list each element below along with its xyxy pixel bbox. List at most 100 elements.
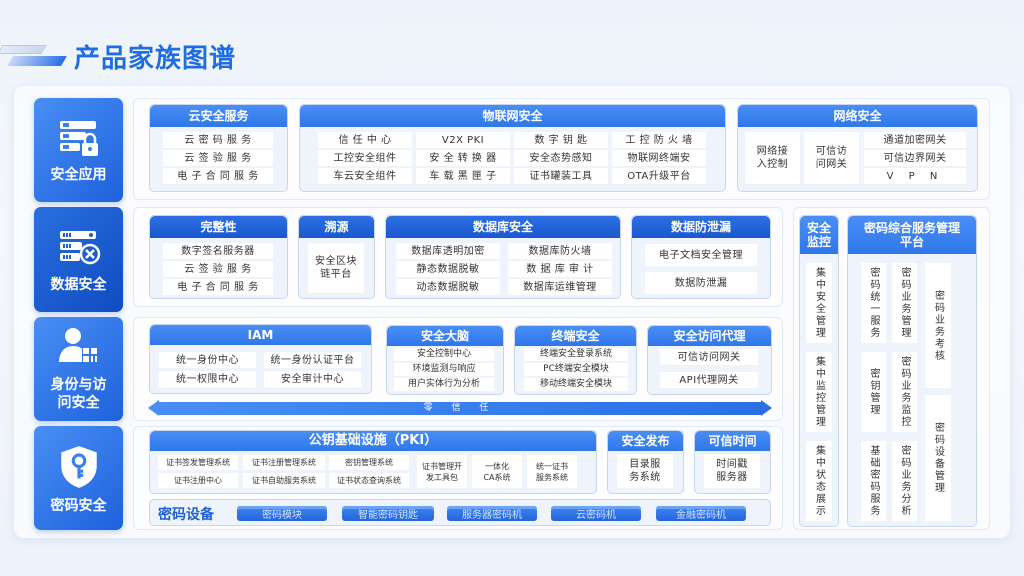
chip-smart-key[interactable]: 智能密码钥匙 (342, 506, 434, 521)
item-crypto-business-monitoring[interactable]: 密码业务监控 (892, 352, 917, 432)
item-env-monitoring[interactable]: 环境监测与响应 (394, 363, 494, 376)
item-identity-center[interactable]: 统一身份中心 (159, 352, 256, 368)
category-label: 身份与访问安全 (50, 377, 107, 411)
crypto-devices-title: 密码设备 (158, 507, 214, 523)
item-basic-crypto-service[interactable]: 基础密码服务 (861, 441, 886, 521)
item-endpoint-login[interactable]: 终端安全登录系统 (524, 348, 628, 361)
item-tunnel-gateway[interactable]: 通道加密网关 (864, 132, 966, 148)
item-integrated-ca[interactable]: 一体化CA系统 (472, 455, 522, 488)
item-cloud-sign[interactable]: 云 签 验 服 务 (163, 261, 273, 277)
item-permission-center[interactable]: 统一权限中心 (159, 371, 256, 387)
group-title: 公钥基础设施（PKI） (150, 431, 596, 451)
group-title: 数据库安全 (386, 216, 620, 238)
item-black-box[interactable]: 车 载 黑 匣 子 (416, 168, 510, 184)
category-label: 数据安全 (50, 276, 107, 293)
item-e-contract[interactable]: 电 子 合 同 服 务 (163, 279, 273, 295)
group-title: 密码综合服务管理平台 (848, 216, 976, 254)
chip-cloud-hsm[interactable]: 云密码机 (551, 506, 641, 521)
database-block-icon (59, 230, 100, 264)
item-e-contract[interactable]: 电 子 合 同 服 务 (163, 168, 273, 184)
item-cert-registration-mgmt[interactable]: 证书注册管理系统 (243, 455, 325, 470)
item-crypto-business-assessment[interactable]: 密码业务考核 (925, 263, 951, 388)
item-audit-center[interactable]: 安全审计中心 (264, 371, 361, 387)
item-v2x-pki[interactable]: V2X PKI (416, 132, 510, 148)
category-label: 密码安全 (50, 498, 107, 514)
item-ueba[interactable]: 用户实体行为分析 (394, 378, 494, 391)
item-cert-filling[interactable]: 证书罐装工具 (514, 168, 608, 184)
item-blockchain-platform[interactable]: 安全区块链平台 (308, 243, 364, 293)
item-timestamp-server[interactable]: 时间戳服务器 (704, 454, 760, 488)
group-title: 云安全服务 (150, 105, 287, 127)
user-grid-icon (58, 328, 97, 362)
item-unified-crypto-service[interactable]: 密码统一服务 (861, 263, 886, 343)
category-security-apps[interactable]: 安全应用 (34, 98, 123, 202)
server-lock-icon (59, 121, 98, 156)
item-key-management[interactable]: 密钥管理系统 (329, 455, 409, 470)
item-auth-platform[interactable]: 统一身份认证平台 (264, 352, 361, 368)
item-crypto-business-analysis[interactable]: 密码业务分析 (892, 441, 917, 521)
chip-financial-hsm[interactable]: 金融密码机 (656, 506, 746, 521)
category-crypto-security[interactable]: 密码安全 (34, 426, 123, 530)
item-trust-center[interactable]: 信 任 中 心 (318, 132, 412, 148)
group-title: IAM (150, 325, 371, 345)
category-data-security[interactable]: 数据安全 (34, 207, 123, 312)
item-cert-issuance[interactable]: 证书签发管理系统 (158, 455, 238, 470)
item-dynamic-masking[interactable]: 动态数据脱敏 (396, 279, 500, 295)
chip-crypto-module[interactable]: 密码模块 (237, 506, 327, 521)
item-directory-service[interactable]: 目录服务系统 (617, 454, 673, 488)
title-decoration (0, 41, 70, 71)
item-security-converter[interactable]: 安 全 转 换 器 (416, 150, 510, 166)
item-registration-center[interactable]: 证书注册中心 (158, 473, 238, 488)
item-trusted-gateway[interactable]: 可信访问网关 (804, 132, 859, 184)
item-crypto-business-mgmt[interactable]: 密码业务管理 (892, 263, 917, 343)
item-signature-server[interactable]: 数字签名服务器 (163, 243, 273, 259)
item-cloud-sign[interactable]: 云 签 验 服 务 (163, 150, 273, 166)
item-iot-endpoint[interactable]: 物联网终端安 (612, 150, 706, 166)
group-title: 安全监控 (800, 216, 838, 254)
item-network-access[interactable]: 网络接入控制 (745, 132, 800, 184)
item-crypto-device-mgmt[interactable]: 密码设备管理 (925, 395, 951, 521)
item-db-audit[interactable]: 数 据 库 审 计 (508, 261, 612, 277)
item-trusted-gateway[interactable]: 可信访问网关 (660, 349, 758, 365)
item-vehicle-cloud[interactable]: 车云安全组件 (318, 168, 412, 184)
item-sdk[interactable]: 证书管理开发工具包 (417, 455, 467, 488)
group-title: 物联网安全 (300, 105, 725, 127)
group-title: 可信时间 (695, 431, 770, 451)
item-db-firewall[interactable]: 数据库防火墙 (508, 243, 612, 259)
item-api-gateway[interactable]: API代理网关 (660, 372, 758, 388)
item-vpn[interactable]: V P N (864, 168, 966, 184)
item-border-gateway[interactable]: 可信边界网关 (864, 150, 966, 166)
item-central-monitoring[interactable]: 集中监控管理 (806, 352, 832, 432)
arrow-right-icon (761, 400, 772, 416)
item-central-status[interactable]: 集中状态展示 (806, 441, 832, 521)
category-label: 安全应用 (50, 167, 107, 183)
item-mobile-module[interactable]: 移动终端安全模块 (524, 378, 628, 391)
group-title: 数据防泄漏 (632, 216, 770, 238)
item-static-masking[interactable]: 静态数据脱敏 (396, 261, 500, 277)
item-cloud-crypto[interactable]: 云 密 码 服 务 (163, 132, 273, 148)
chip-server-hsm[interactable]: 服务器密码机 (447, 506, 537, 521)
item-control-center[interactable]: 安全控制中心 (394, 348, 494, 361)
zero-trust-arrow: 零 信 任 (148, 400, 772, 417)
category-identity-access[interactable]: 身份与访问安全 (34, 317, 123, 421)
item-digital-key[interactable]: 数 字 钥 匙 (514, 132, 608, 148)
item-status-query[interactable]: 证书状态查询系统 (329, 473, 409, 488)
item-unified-cert-service[interactable]: 统一证书服务系统 (527, 455, 577, 488)
item-ota-platform[interactable]: OTA升级平台 (612, 168, 706, 184)
item-db-ops[interactable]: 数据库运维管理 (508, 279, 612, 295)
item-ics-component[interactable]: 工控安全组件 (318, 150, 412, 166)
group-title: 完整性 (150, 216, 287, 238)
item-db-encryption[interactable]: 数据库透明加密 (396, 243, 500, 259)
group-title: 溯源 (299, 216, 374, 238)
page-title: 产品家族图谱 (74, 43, 237, 74)
item-situation-awareness[interactable]: 安全态势感知 (514, 150, 608, 166)
item-doc-security[interactable]: 电子文档安全管理 (645, 244, 757, 266)
item-self-service[interactable]: 证书自助服务系统 (243, 473, 325, 488)
arrow-left-icon (148, 400, 159, 416)
item-pc-module[interactable]: PC终端安全模块 (524, 363, 628, 376)
item-ics-firewall[interactable]: 工 控 防 火 墙 (612, 132, 706, 148)
item-central-security-mgmt[interactable]: 集中安全管理 (806, 263, 832, 343)
item-key-mgmt[interactable]: 密钥管理 (861, 352, 886, 432)
group-title: 网络安全 (738, 105, 977, 127)
item-data-leak-prevention[interactable]: 数据防泄漏 (645, 272, 757, 294)
